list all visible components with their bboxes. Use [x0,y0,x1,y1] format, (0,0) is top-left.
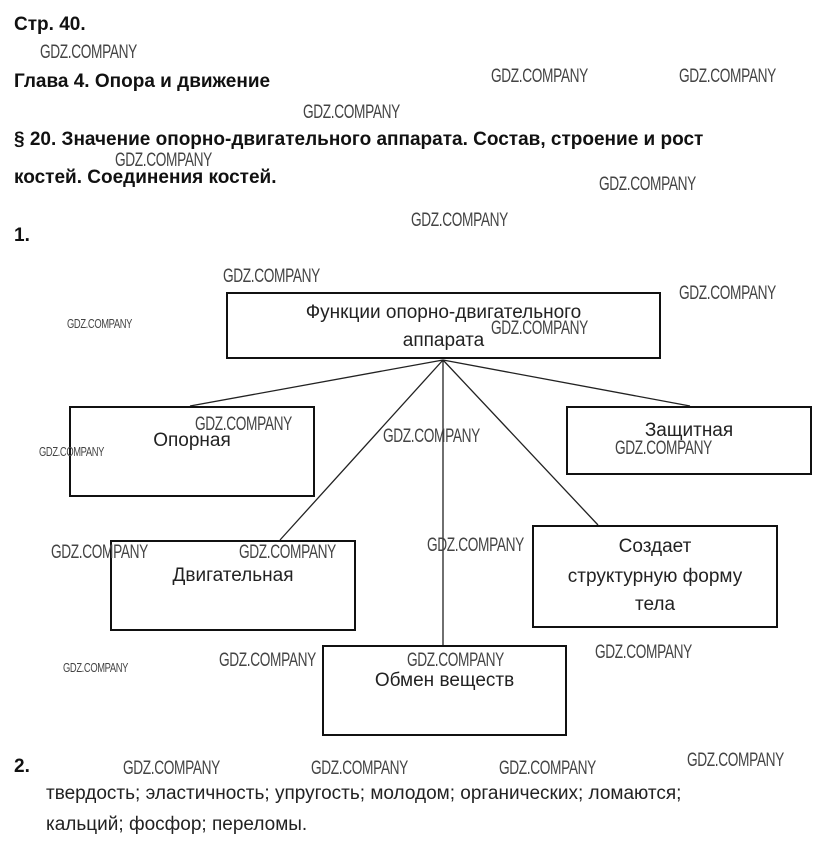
root-box [226,292,661,359]
watermark: GDZ.COMPANY [595,642,692,663]
watermark: GDZ.COMPANY [40,42,137,63]
node-shape [532,525,778,628]
task2-answer-line1: твердость; эластичность; упругость; моло… [46,783,682,804]
watermark: GDZ.COMPANY [115,150,212,171]
watermark: GDZ.COMPANY [223,266,320,287]
connector-protective [442,359,691,407]
watermark: GDZ.COMPANY [219,650,316,671]
watermark: GDZ.COMPANY [679,283,776,304]
watermark: GDZ.COMPANY [123,758,220,779]
watermark: GDZ.COMPANY [39,444,105,459]
watermark: GDZ.COMPANY [411,210,508,231]
task2-answer-line2: кальций; фосфор; переломы. [46,814,308,835]
node-support-label: Опорная [153,430,231,451]
watermark: GDZ.COMPANY [615,438,712,459]
node-metabolism [322,645,567,736]
watermark: GDZ.COMPANY [195,414,292,435]
chapter-title: Глава 4. Опора и движение [14,71,271,92]
root-label-line2: аппарата [402,330,485,351]
task1-number: 1. [14,225,30,246]
watermark: GDZ.COMPANY [679,66,776,87]
watermark: GDZ.COMPANY [599,174,696,195]
node-protective-label: Защитная [644,420,734,441]
watermark: GDZ.COMPANY [63,660,129,675]
node-protective [566,406,812,475]
node-metabolism-label: Обмен веществ [374,670,515,691]
watermark: GDZ.COMPANY [427,535,524,556]
watermark: GDZ.COMPANY [687,750,784,771]
watermark: GDZ.COMPANY [303,102,400,123]
section-title-line2: костей. Соединения костей. [14,167,277,188]
watermark: GDZ.COMPANY [51,542,148,563]
watermark: GDZ.COMPANY [491,66,588,87]
connector-shape [442,359,599,526]
watermark: GDZ.COMPANY [383,426,480,447]
watermark: GDZ.COMPANY [491,318,588,339]
task2-number: 2. [14,756,30,777]
page-number: Стр. 40. [14,14,86,35]
node-shape-line1: Создает [618,536,692,557]
node-motor [110,540,356,631]
node-support [69,406,315,497]
node-shape-line2: структурную форму [567,566,743,587]
node-shape-line3: тела [634,594,676,615]
watermark: GDZ.COMPANY [499,758,596,779]
connector-support [189,359,444,407]
watermark: GDZ.COMPANY [67,316,133,331]
connector-motor [279,359,444,541]
node-motor-label: Двигательная [172,565,294,586]
watermark: GDZ.COMPANY [239,542,336,563]
root-label-line1: Функции опорно-двигательного [305,302,582,323]
watermark: GDZ.COMPANY [407,650,504,671]
watermark: GDZ.COMPANY [311,758,408,779]
section-title-line1: § 20. Значение опорно-двигательного аппа… [14,129,704,150]
